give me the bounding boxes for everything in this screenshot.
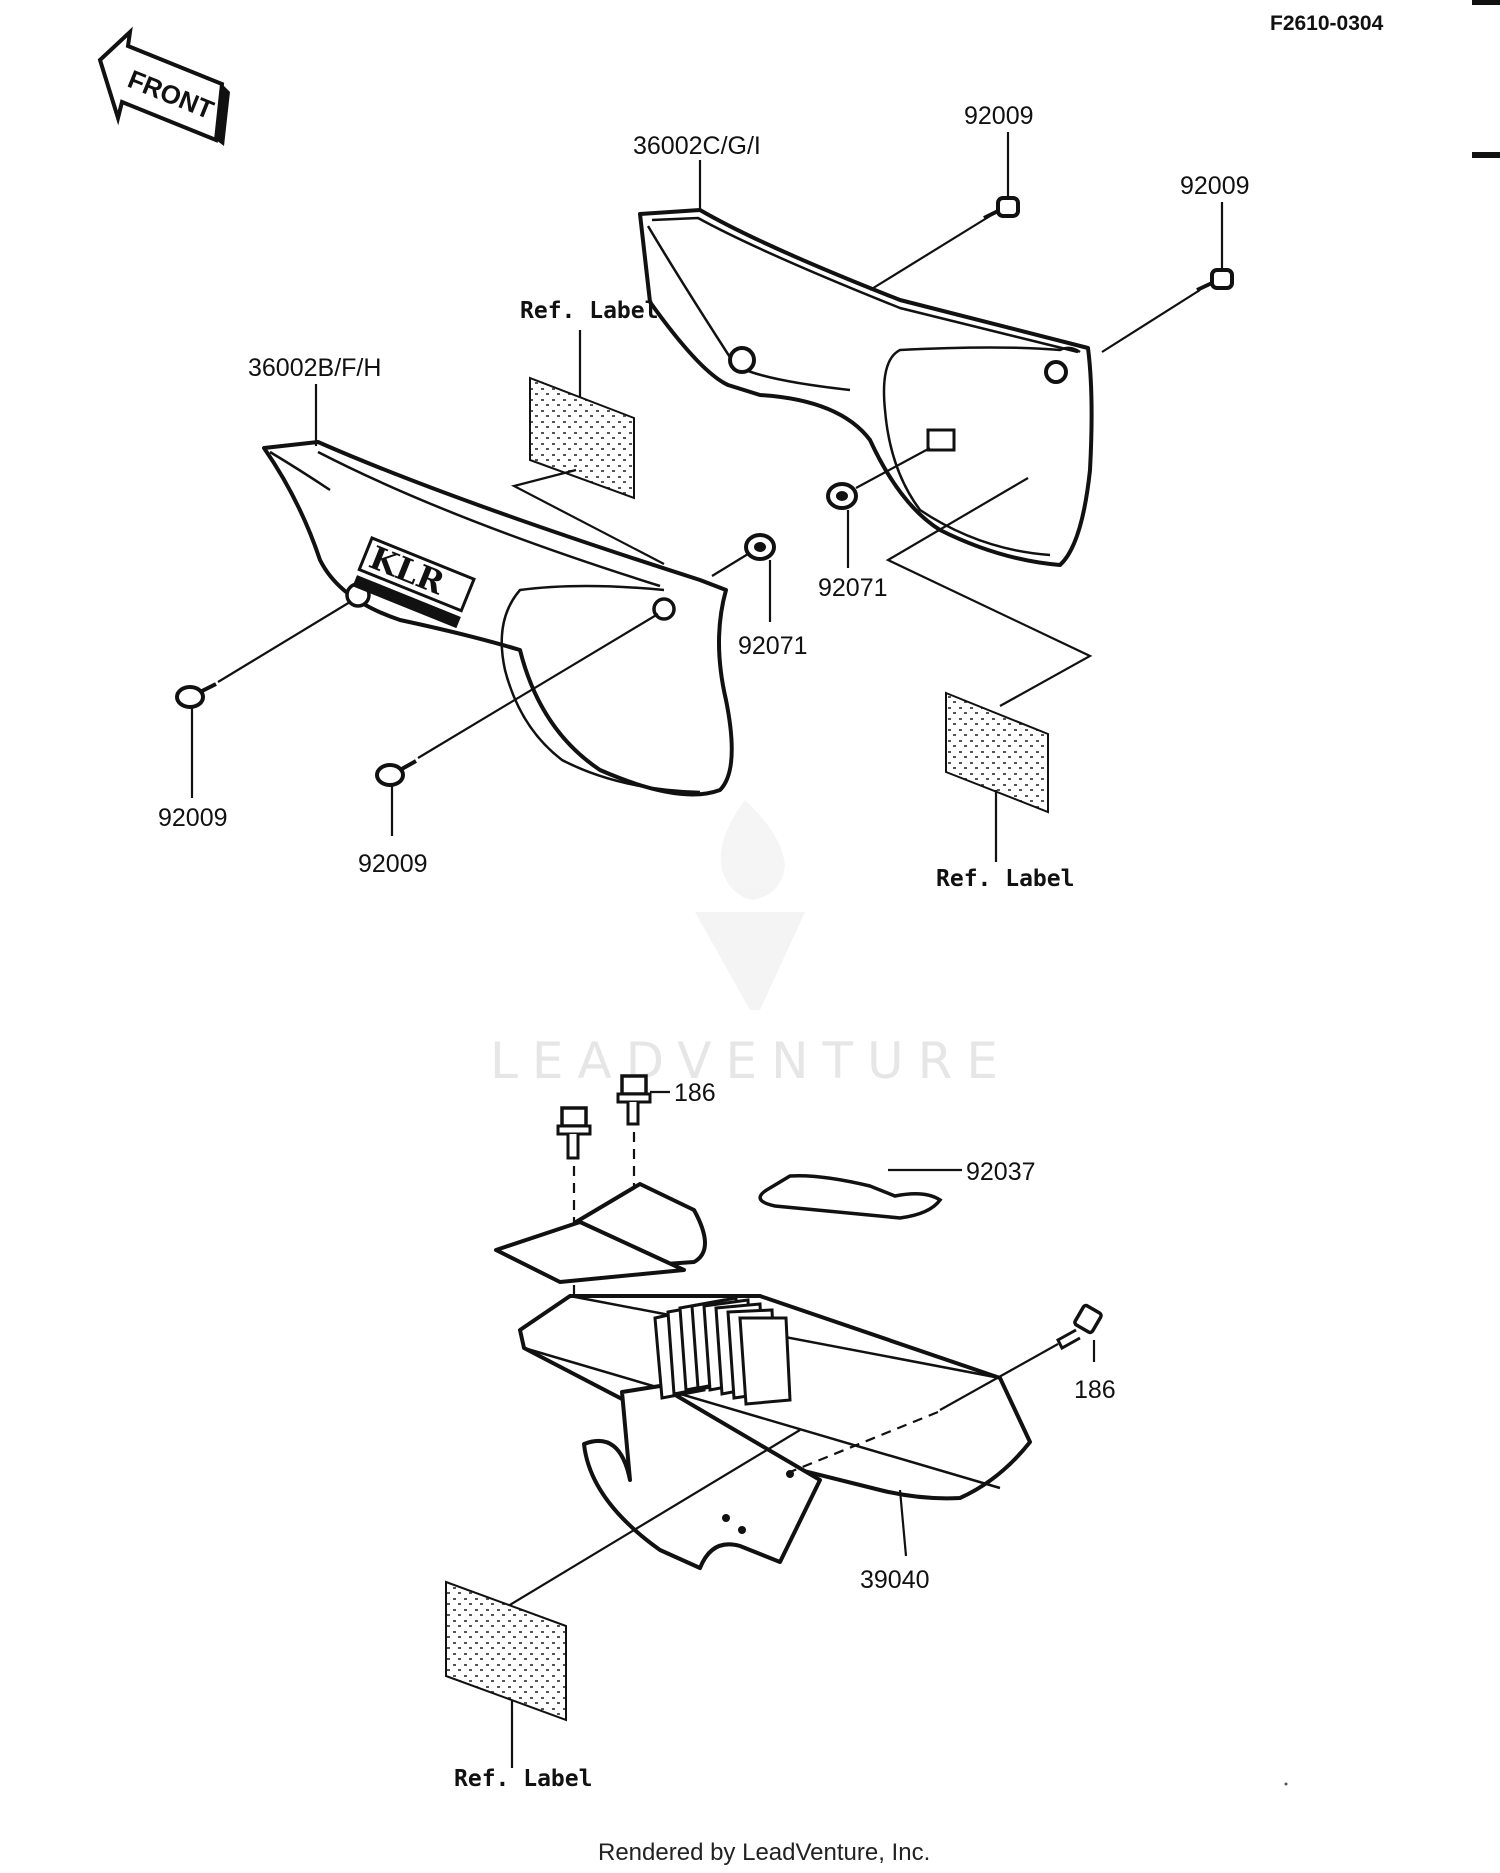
ref-label-top-sheet [529,376,635,500]
klr-emblem: KLR [352,536,476,629]
grommet-92071-left [744,533,776,561]
leader-guard [898,1489,908,1557]
bolt-92009-top-1 [983,196,1020,220]
speck [1284,1782,1288,1786]
leader-grommet-left-to-cover [711,553,749,577]
callout-ref-label-top: Ref. Label [520,298,658,324]
grommet-92071-right [826,482,858,510]
ref-label-bottom-sheet [445,1580,567,1722]
leader-bolt-top-1-to-cover [869,215,991,291]
footer-credit: Rendered by LeadVenture, Inc. [598,1839,930,1866]
ref-label-right-sheet [945,691,1049,814]
bolt-186-right [1056,1303,1103,1351]
callout-grommet-left: 92071 [738,632,808,660]
dash-bolt-186-right-to-guard [789,1410,939,1474]
bolt-92009-left-2 [375,759,417,787]
bolt-92009-left-1 [175,682,217,709]
bolt-186-top-left [556,1106,592,1160]
bolt-92009-top-2 [1196,268,1234,292]
callout-bolt-186-right: 186 [1074,1376,1116,1404]
callout-cover-left: 36002B/F/H [248,354,381,382]
callout-guard: 39040 [860,1566,930,1594]
leader-grommet-right-to-cover [855,447,931,489]
callout-bolt-left-2: 92009 [358,850,428,878]
guard-39040 [494,1182,1032,1570]
band-92037 [758,1173,943,1220]
leader-ref-label-top-to-cover [510,468,665,565]
leader-bolt-left-2-to-cover [417,613,659,759]
watermark-text: LEADVENTURE [490,1032,1012,1090]
callout-grommet-right: 92071 [818,574,888,602]
leader-bolt-top-2-to-cover [1101,289,1201,353]
leader-ref-label-bottom-to-guard [507,1429,801,1607]
figure-code: F2610-0304 [1270,12,1384,35]
bolt-186-top-right [616,1074,652,1126]
left-side-cover: KLR [262,440,734,797]
callout-ref-label-bottom: Ref. Label [454,1766,592,1792]
callout-bolt-left-1: 92009 [158,804,228,832]
leader-bolt-left-1-to-cover [217,601,351,683]
leader-bolt-186-right-to-guard [939,1343,1059,1411]
edge-mark [1472,152,1500,158]
callout-bolt-top-1: 92009 [964,102,1034,130]
callout-band: 92037 [966,1158,1036,1186]
callout-bolt-186-top: 186 [674,1079,716,1107]
leader-ref-label-right-path [885,477,1093,707]
right-cover-grommet-hole [728,346,756,374]
right-cover-grommet-hole-rear [1044,360,1068,384]
callout-cover-right: 36002C/G/I [633,132,761,160]
edge-mark-top [1472,0,1500,5]
callout-bolt-top-2: 92009 [1180,172,1250,200]
callout-ref-label-right: Ref. Label [936,866,1074,892]
right-side-cover [638,208,1094,567]
left-cover-hole-rear [652,597,676,621]
watermark-logo-icon [695,800,805,1010]
front-arrow-icon: FRONT [97,26,230,146]
